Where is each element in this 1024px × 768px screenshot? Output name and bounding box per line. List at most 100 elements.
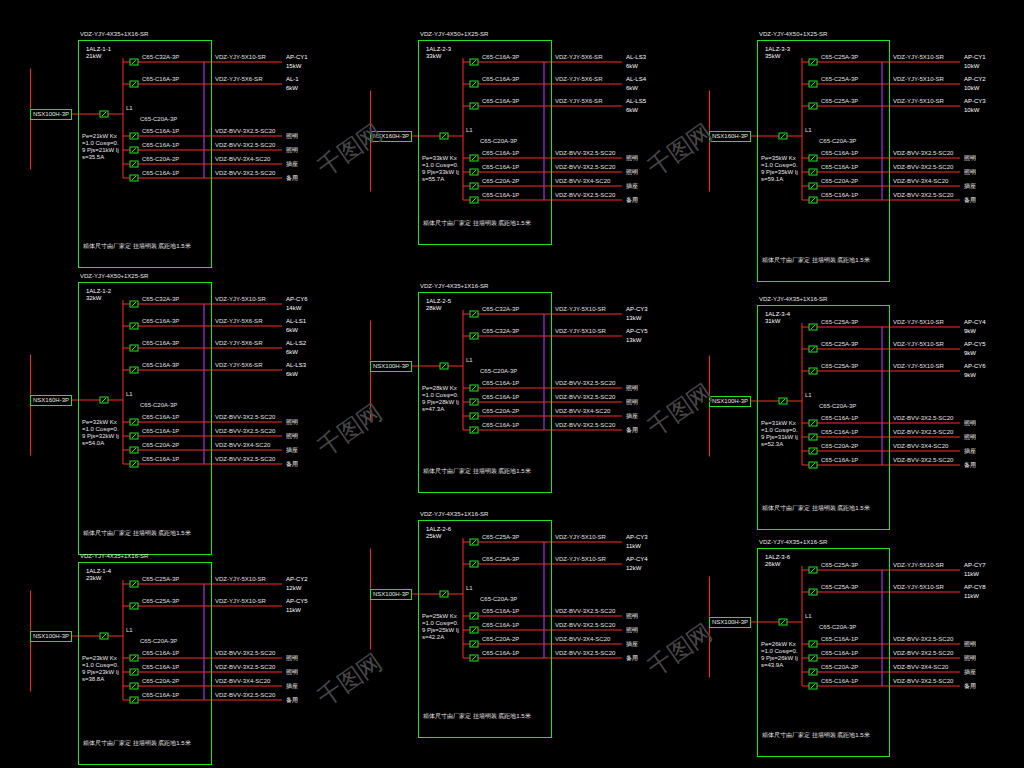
outgoing-circuit: [463, 564, 622, 565]
cable-label: VDZ-BVV-3X2.5-SC20: [893, 415, 953, 422]
cable-spec: VDZ-YJY-4X35+1X16-SR: [420, 511, 488, 518]
circuit-use: 照明: [964, 655, 976, 662]
cable-label: VDZ-YJY-5X6-SR: [215, 362, 262, 369]
feeder-riser: [370, 549, 371, 589]
breaker-contact: [472, 184, 476, 188]
destination-panel: AP-CY8: [964, 584, 986, 591]
neutral-bar: [544, 62, 545, 200]
panel-id: 1ALZ-1-1: [86, 46, 111, 53]
breaker-symbol: [470, 197, 478, 203]
cable-spec: VDZ-YJY-4X35+1X16-SR: [80, 553, 148, 560]
outgoing-circuit: [463, 542, 622, 543]
breaker-contact: [811, 684, 815, 688]
cable-spec: VDZ-YJY-4X35+1X16-SR: [80, 31, 148, 38]
breaker-label: C65-C20A-2P: [821, 443, 858, 450]
branch-circuit: [802, 423, 960, 424]
breaker-contact: [472, 156, 476, 160]
outgoing-circuit: [123, 584, 282, 585]
cable-label: VDZ-BVV-3X4-SC20: [215, 156, 270, 163]
outgoing-circuit: [802, 62, 960, 63]
circuit-use: 照明: [286, 433, 298, 440]
breaker-symbol: [100, 397, 108, 403]
destination-power: 6kW: [286, 371, 298, 378]
breaker-symbol: [130, 161, 138, 167]
breaker-contact: [132, 176, 136, 180]
destination-power: 11kW: [964, 571, 979, 578]
breaker-symbol: [470, 413, 478, 419]
phase-label: L1: [805, 392, 812, 399]
busbar: [123, 580, 124, 700]
breaker-symbol: [809, 368, 817, 374]
branch-circuit: [802, 451, 960, 452]
breaker-label: C65-C16A-1P: [482, 650, 519, 657]
cable-label: VDZ-BVV-3X2.5-SC20: [893, 636, 953, 643]
cable-label: VDZ-YJY-5X10-SR: [893, 54, 944, 61]
breaker-label: C65-C20A-3P: [480, 596, 517, 603]
destination-panel: AL-1: [286, 76, 299, 83]
breaker-contact: [472, 334, 476, 338]
branch-circuit: [463, 388, 622, 389]
branch-circuit: [802, 686, 960, 687]
cable-label: VDZ-BVV-3X2.5-SC20: [215, 428, 275, 435]
destination-power: 10kW: [964, 107, 979, 114]
destination-power: 6kW: [626, 63, 638, 70]
breaker-contact: [132, 698, 136, 702]
neutral-bar: [882, 570, 883, 686]
circuit-use: 照明: [626, 613, 638, 620]
breaker-symbol: [470, 385, 478, 391]
breaker-label: C65-C20A-2P: [142, 678, 179, 685]
circuit-use: 照明: [964, 169, 976, 176]
branch-circuit: [463, 644, 622, 645]
breaker-symbol: [130, 581, 138, 587]
breaker-label: C65-C16A-1P: [142, 414, 179, 421]
breaker-symbol: [470, 399, 478, 405]
panel-power: 31kW: [765, 318, 780, 325]
breaker-label: C65-C20A-2P: [142, 442, 179, 449]
outgoing-circuit: [802, 327, 960, 328]
breaker-symbol: [809, 103, 817, 109]
destination-power: 15kW: [286, 63, 301, 70]
neutral-bar: [544, 314, 545, 430]
breaker-symbol: [100, 633, 108, 639]
breaker-symbol: [809, 655, 817, 661]
cable-label: VDZ-BVV-3X2.5-SC20: [215, 456, 275, 463]
watermark: 千图网: [313, 399, 387, 462]
panel-id: 1ALZ-2-6: [426, 526, 451, 533]
destination-power: 9kW: [964, 328, 976, 335]
breaker-symbol: [130, 603, 138, 609]
breaker-symbol: [809, 641, 817, 647]
circuit-use: 照明: [286, 147, 298, 154]
breaker-symbol: [809, 346, 817, 352]
cable-label: VDZ-BVV-3X2.5-SC20: [215, 664, 275, 671]
cable-label: VDZ-BVV-3X2.5-SC20: [555, 608, 615, 615]
cable-label: VDZ-YJY-5X10-SR: [215, 576, 266, 583]
breaker-label: C65-C16A-1P: [821, 650, 858, 657]
breaker-contact: [102, 634, 106, 638]
panel-power: 26kW: [765, 561, 780, 568]
destination-power: 11kW: [286, 607, 301, 614]
outgoing-circuit: [123, 348, 282, 349]
circuit-use: 照明: [286, 419, 298, 426]
breaker-model: NSX100H-3P: [33, 633, 69, 640]
breaker-contact: [811, 82, 815, 86]
circuit-use: 照明: [964, 155, 976, 162]
distribution-panel: VDZ-YJY-4X35+1X16-SR1ALZ-1-121kWPe=21kW …: [78, 40, 212, 268]
destination-panel: AL-LS5: [626, 98, 646, 105]
breaker-symbol: [440, 591, 448, 597]
breaker-label: C65-C16A-1P: [482, 150, 519, 157]
breaker-contact: [132, 604, 136, 608]
destination-panel: AP-CY4: [964, 319, 986, 326]
breaker-contact: [472, 104, 476, 108]
branch-circuit: [463, 430, 622, 431]
cable-label: VDZ-BVV-3X2.5-SC20: [555, 622, 615, 629]
breaker-label: C65-C16A-3P: [142, 340, 179, 347]
destination-panel: AP-CY2: [286, 576, 308, 583]
cable-label: VDZ-YJY-5X6-SR: [555, 98, 602, 105]
circuit-use: 照明: [286, 655, 298, 662]
breaker-contact: [472, 540, 476, 544]
panel-note: 箱体尺寸由厂家定 挂墙明装 底距地1.5米: [423, 468, 545, 475]
breaker-contact: [132, 148, 136, 152]
load-calc: Pe=26kW Kx=1.0 Cosφ=0.9 Pjs=26kW Ijs=43.…: [761, 641, 799, 669]
watermark: 千图网: [313, 119, 387, 182]
phase-label: L1: [126, 105, 133, 112]
